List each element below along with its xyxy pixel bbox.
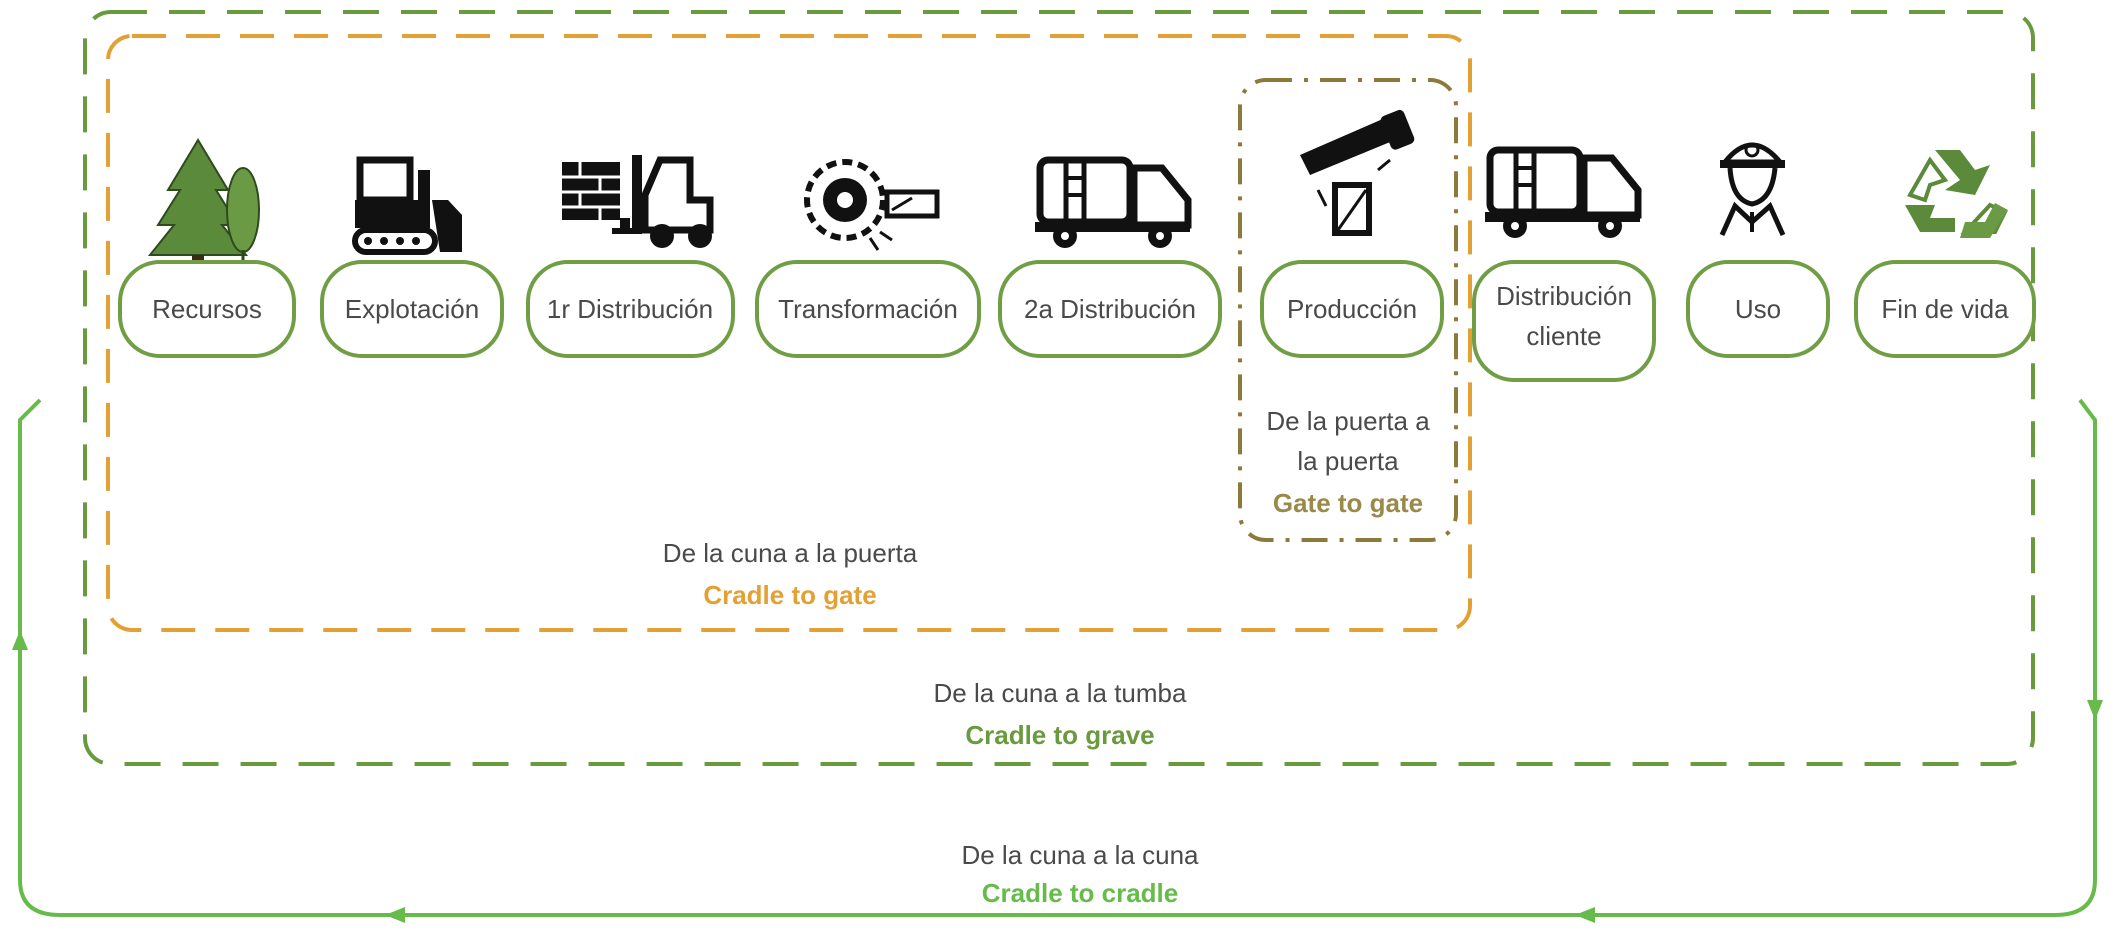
truck-icon: [1035, 156, 1192, 248]
gate-to-gate-spanish-line1: De la puerta a: [1266, 406, 1430, 436]
truck-icon: [1485, 146, 1642, 238]
stage-1r-distribucion: 1r Distribución: [526, 260, 735, 358]
cradle-to-gate-english: Cradle to gate: [703, 580, 876, 610]
gate-to-gate-spanish-line2: la puerta: [1297, 446, 1399, 476]
cradle-to-grave-boundary: [83, 10, 2035, 766]
stage-label: Transformación: [778, 294, 958, 324]
recycle-icon: [1905, 150, 2008, 238]
handsaw-icon: [1300, 109, 1415, 236]
cradle-to-cradle-english: Cradle to cradle: [982, 878, 1179, 908]
stage-produccion: Producción: [1260, 260, 1444, 358]
loop-arrow-left-icon: [385, 907, 405, 923]
stage-2a-distribucion: 2a Distribución: [998, 260, 1222, 358]
cradle-to-cradle-loop: [12, 398, 2103, 923]
stage-label: Recursos: [152, 294, 262, 324]
stage-label-line1: Distribución: [1496, 281, 1632, 311]
stage-explotacion: Explotación: [320, 260, 504, 358]
cradle-to-grave-caption: De la cuna a la tumba Cradle to grave: [934, 678, 1187, 750]
cradle-to-grave-spanish: De la cuna a la tumba: [934, 678, 1187, 708]
cradle-to-cradle-spanish: De la cuna a la cuna: [961, 840, 1199, 870]
cradle-to-gate-caption: De la cuna a la puerta Cradle to gate: [663, 538, 918, 610]
stage-uso: Uso: [1686, 260, 1830, 358]
loop-arrow-down-icon: [2087, 700, 2103, 720]
loop-arrow-left-icon: [1575, 907, 1595, 923]
circular-saw-icon: [804, 159, 940, 251]
stage-label: Fin de vida: [1881, 294, 2009, 324]
worker-icon: [1719, 142, 1786, 237]
stage-distribucion-cliente: Distribución cliente: [1472, 260, 1656, 382]
bulldozer-icon: [352, 156, 462, 255]
stage-label: Explotación: [345, 294, 479, 324]
trees-icon: [147, 138, 263, 272]
cradle-to-grave-english: Cradle to grave: [965, 720, 1154, 750]
stage-recursos: Recursos: [118, 260, 296, 358]
stage-label: 1r Distribución: [547, 294, 713, 324]
forklift-icon: [562, 155, 714, 248]
cradle-to-cradle-caption: De la cuna a la cuna Cradle to cradle: [961, 840, 1199, 908]
stage-label: Uso: [1735, 294, 1781, 324]
gate-to-gate-english: Gate to gate: [1273, 488, 1423, 518]
stage-label-line2: cliente: [1526, 321, 1601, 351]
stage-transformacion: Transformación: [755, 260, 981, 358]
loop-arrow-up-icon: [12, 630, 28, 650]
cradle-to-gate-boundary: [106, 34, 1472, 632]
gate-to-gate-caption: De la puerta a la puerta Gate to gate: [1266, 406, 1430, 518]
stage-fin-de-vida: Fin de vida: [1854, 260, 2036, 358]
cradle-to-gate-spanish: De la cuna a la puerta: [663, 538, 918, 568]
stage-label: Producción: [1287, 294, 1417, 324]
stage-label: 2a Distribución: [1024, 294, 1196, 324]
